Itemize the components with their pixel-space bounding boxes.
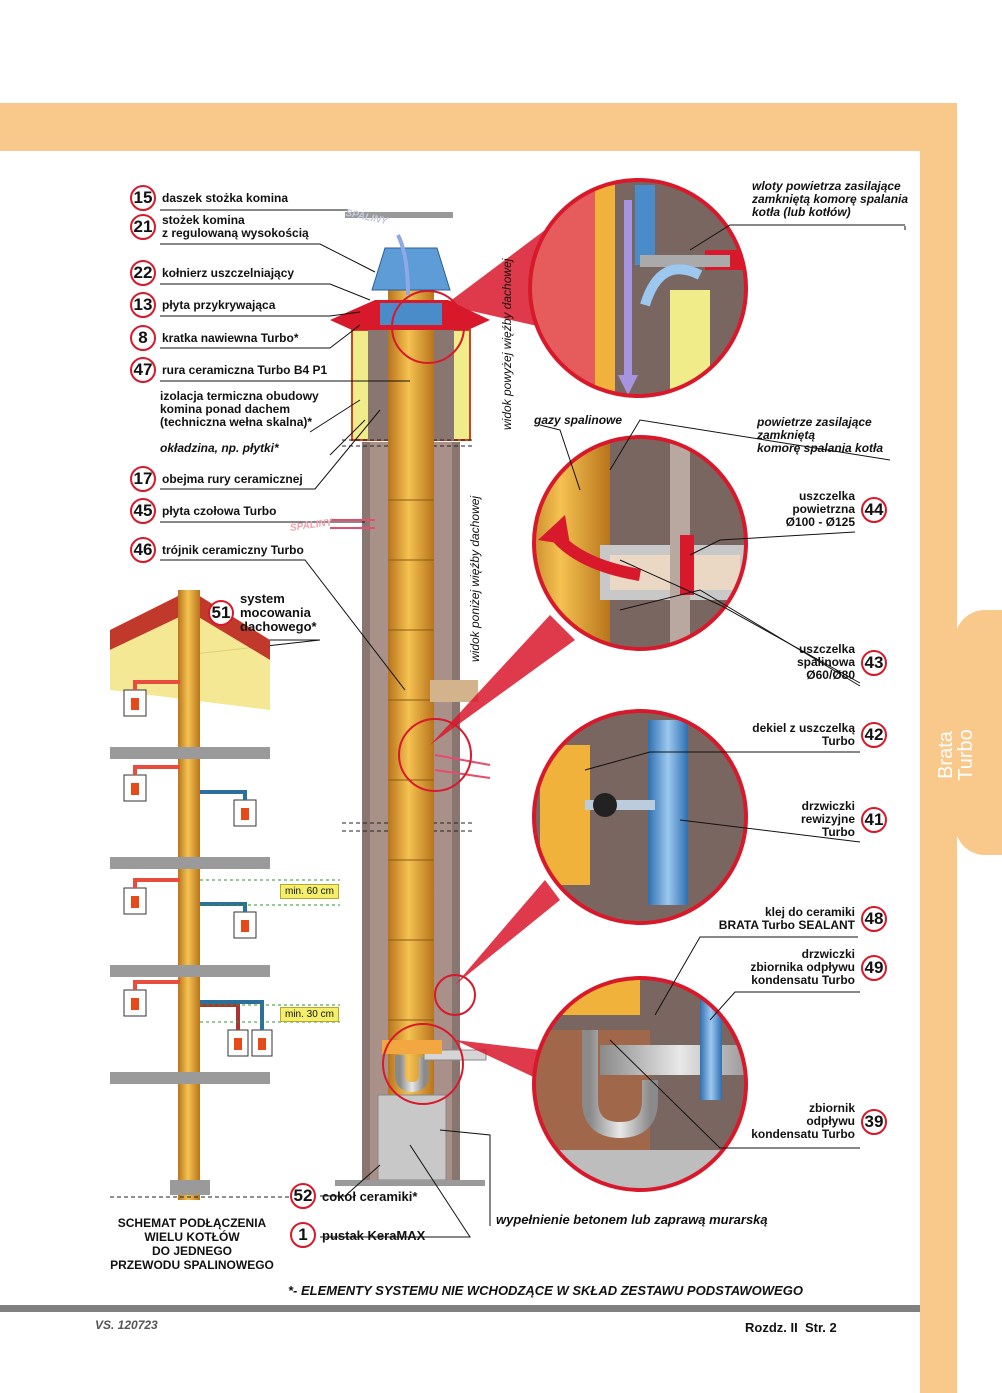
callout-label: system mocowania dachowego* — [240, 591, 317, 634]
callout-46[interactable]: 46 trójnik ceramiczny Turbo — [130, 537, 304, 563]
flue-gases-label: gazy spalinowe — [534, 413, 623, 427]
chimney-cap — [345, 212, 453, 218]
callout-51[interactable]: 51 system mocowania dachowego* — [208, 592, 317, 634]
callout-label: płyta przykrywająca — [162, 297, 276, 312]
callout-21[interactable]: 21 stożek komina z regulowaną wysokością — [130, 214, 309, 240]
callout-number: 39 — [861, 1108, 887, 1135]
callout-label: klej do ceramiki BRATA Turbo SEALANT — [718, 905, 855, 932]
footer-rule — [0, 1305, 920, 1312]
callout-17[interactable]: 17 obejma rury ceramicznej — [130, 466, 303, 492]
callout-label: stożek komina z regulowaną wysokością — [162, 213, 309, 240]
supply-air-label: powietrze zasilające zamkniętą komorę sp… — [757, 415, 884, 455]
callout-number: 44 — [861, 496, 887, 523]
side-tab[interactable] — [955, 610, 1002, 855]
callout-49[interactable]: drzwiczki zbiornika odpływu kondensatu T… — [730, 948, 887, 987]
multi-boiler-schematic — [110, 590, 340, 1200]
callout-42[interactable]: dekiel z uszczelką Turbo 42 — [730, 722, 887, 748]
callout-number: 47 — [130, 357, 156, 383]
ceramic-pipe — [388, 265, 434, 1145]
callout-number: 8 — [130, 325, 156, 351]
callout-label: drzwiczki zbiornika odpływu kondensatu T… — [750, 947, 855, 987]
callout-label: kołnierz uszczelniający — [162, 265, 295, 280]
callout-number: 46 — [130, 537, 156, 563]
callout-number: 15 — [130, 185, 156, 211]
callout-number: 22 — [130, 260, 156, 286]
callout-number: 21 — [130, 214, 156, 240]
callout-label: rura ceramiczna Turbo B4 P1 — [162, 362, 328, 377]
callout-label: płyta czołowa Turbo — [162, 503, 277, 518]
schematic-pipe — [178, 590, 200, 1200]
callout-label: obejma rury ceramicznej — [162, 471, 303, 486]
callout-45[interactable]: 45 płyta czołowa Turbo — [130, 498, 276, 524]
footnote: *- ELEMENTY SYSTEMU NIE WCHODZĄCE W SKŁA… — [288, 1283, 803, 1298]
min-30-label: min. 30 cm — [280, 1007, 339, 1022]
callout-number: 17 — [130, 466, 156, 492]
callout-number: 48 — [861, 906, 887, 932]
insulation-label: izolacja termiczna obudowy komina ponad … — [160, 389, 319, 429]
vertical-label-below: widok poniżej więźby dachowej — [468, 495, 482, 662]
callout-label: trójnik ceramiczny Turbo — [162, 542, 304, 557]
zoom-condensate — [534, 978, 746, 1190]
callout-13[interactable]: 13 płyta przykrywająca — [130, 292, 275, 318]
callout-44[interactable]: uszczelka powietrzna Ø100 - Ø125 44 — [760, 490, 887, 529]
callout-label: daszek stożka komina — [162, 190, 289, 205]
schematic-title: SCHEMAT PODŁĄCZENIA WIELU KOTŁÓW DO JEDN… — [110, 1216, 274, 1272]
top-band — [0, 103, 957, 151]
callout-48[interactable]: klej do ceramiki BRATA Turbo SEALANT 48 — [700, 906, 887, 932]
callout-label: dekiel z uszczelką Turbo — [752, 721, 855, 748]
min-60-label: min. 60 cm — [280, 884, 339, 899]
callout-43[interactable]: uszczelka spalinowa Ø60/Ø80 43 — [760, 643, 887, 682]
callout-number: 51 — [208, 600, 234, 626]
callout-number: 43 — [861, 649, 887, 676]
callout-47[interactable]: 47 rura ceramiczna Turbo B4 P1 — [130, 357, 327, 383]
callout-number: 52 — [290, 1183, 316, 1209]
cladding-label: okładzina, np. płytki* — [160, 441, 279, 455]
callout-8[interactable]: 8 kratka nawiewna Turbo* — [130, 325, 298, 351]
callout-number: 42 — [861, 722, 887, 748]
air-inlets-label: wloty powietrza zasilające zamkniętą kom… — [752, 179, 909, 219]
callout-label: zbiornik odpływu kondensatu Turbo — [751, 1101, 855, 1141]
callout-label: cokół ceramiki* — [322, 1188, 418, 1204]
page-label: Rozdz. II Str. 2 — [745, 1320, 837, 1335]
zoom-door — [534, 711, 746, 923]
callout-52[interactable]: 52 cokół ceramiki* — [290, 1183, 417, 1209]
callout-number: 45 — [130, 498, 156, 524]
callout-label: kratka nawiewna Turbo* — [162, 330, 299, 345]
callout-1[interactable]: 1 pustak KeraMAX — [290, 1222, 425, 1248]
callout-label: drzwiczki rewizyjne Turbo — [800, 799, 855, 839]
callout-label: uszczelka powietrzna Ø100 - Ø125 — [785, 489, 855, 529]
callout-number: 13 — [130, 292, 156, 318]
right-band — [920, 103, 957, 1393]
vertical-label-above: widok powyżej więźby dachowej — [500, 258, 514, 430]
callout-label: pustak KeraMAX — [322, 1227, 426, 1243]
callout-number: 41 — [861, 806, 887, 833]
callout-15[interactable]: 15 daszek stożka komina — [130, 185, 288, 211]
callout-label: uszczelka spalinowa Ø60/Ø80 — [796, 642, 855, 682]
zoom-top — [530, 180, 746, 396]
callout-number: 49 — [861, 954, 887, 981]
version-label: VS. 120723 — [95, 1318, 158, 1332]
callout-39[interactable]: zbiornik odpływu kondensatu Turbo 39 — [735, 1102, 887, 1141]
callout-41[interactable]: drzwiczki rewizyjne Turbo 41 — [760, 800, 887, 839]
callout-22[interactable]: 22 kołnierz uszczelniający — [130, 260, 294, 286]
concrete-label: wypełnienie betonem lub zaprawą murarską — [496, 1212, 768, 1227]
callout-number: 1 — [290, 1222, 316, 1248]
plinth — [377, 1094, 447, 1181]
